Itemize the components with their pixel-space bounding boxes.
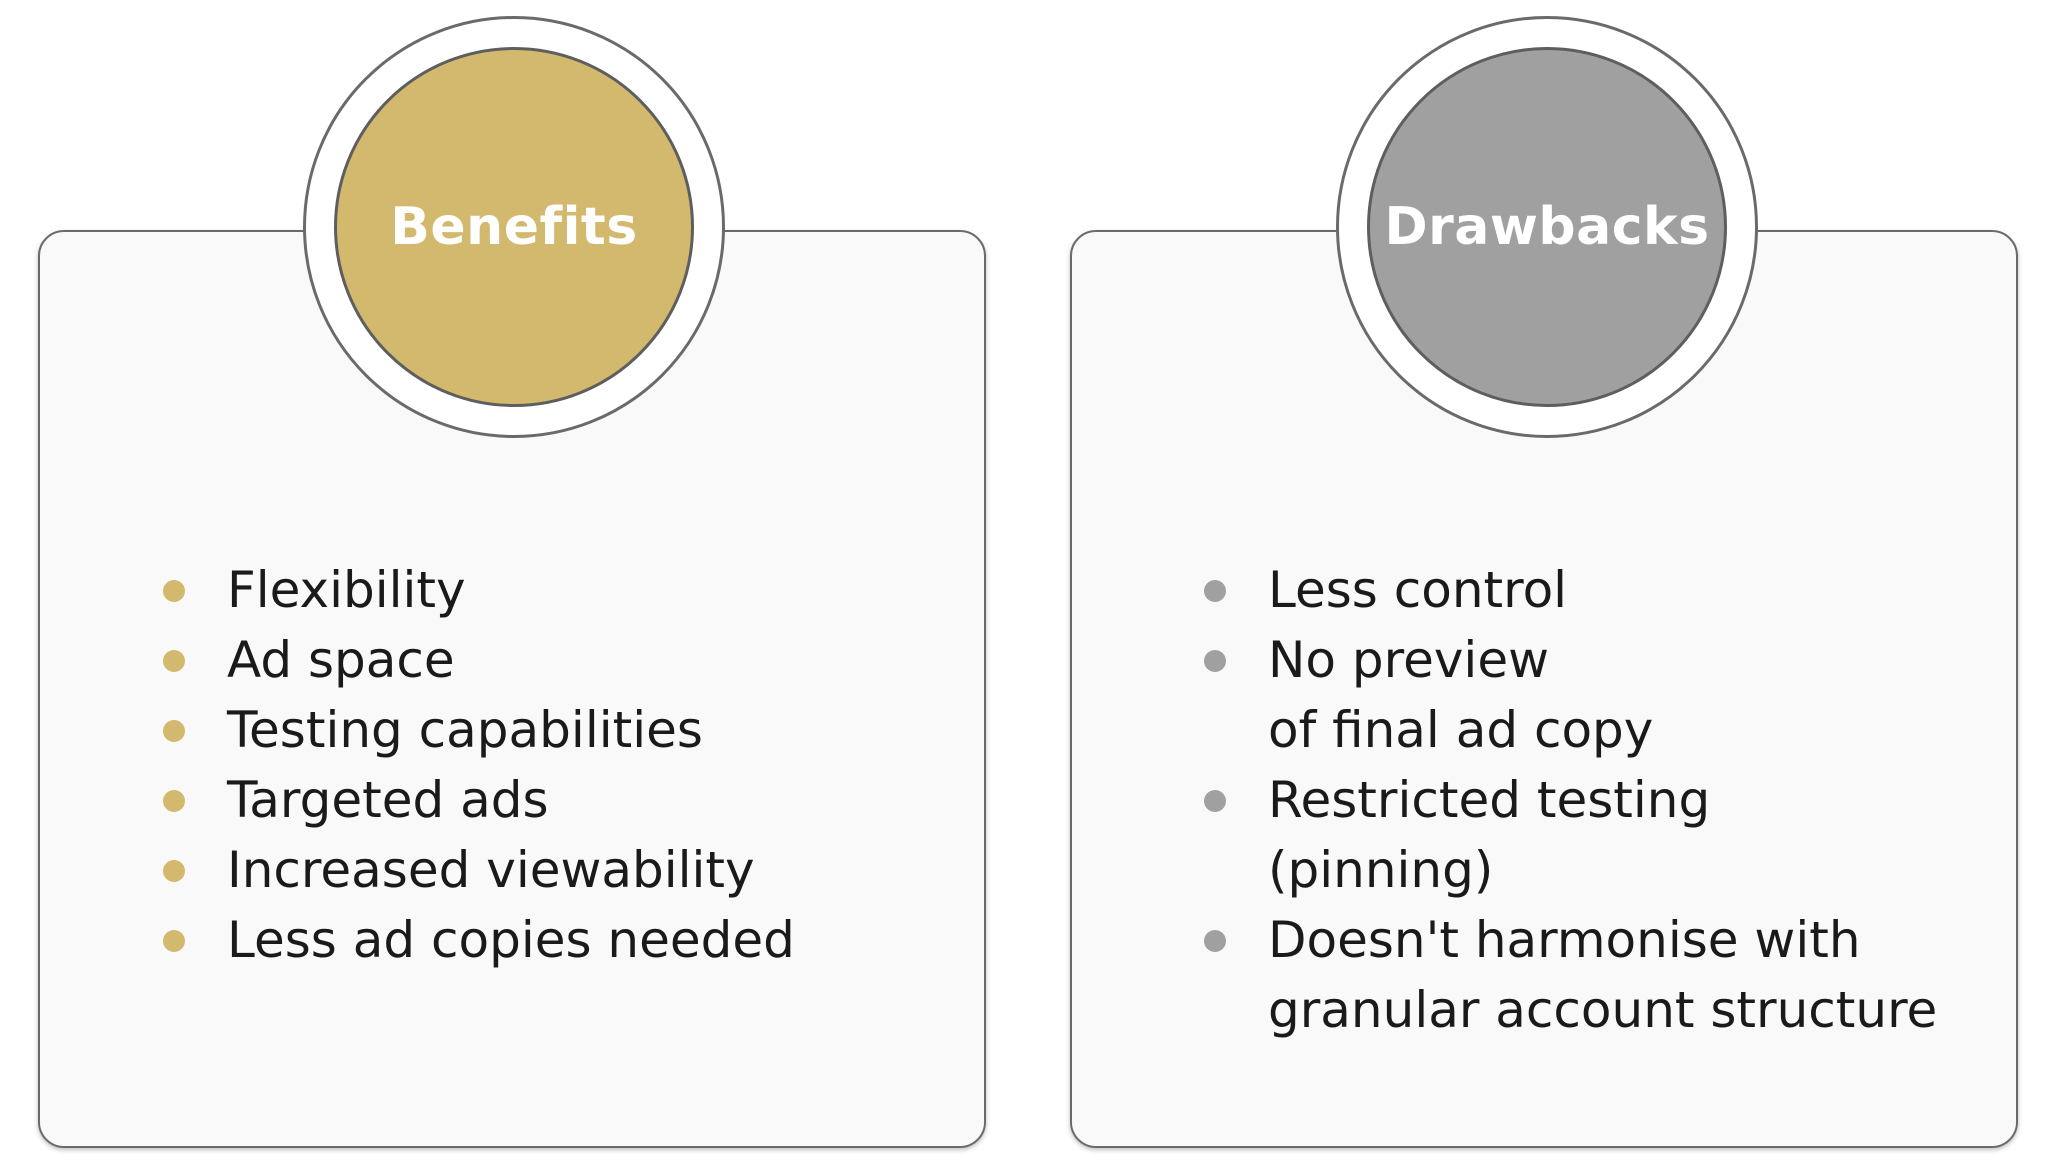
drawbacks-list-item: Doesn't harmonise with granular account s…: [1201, 905, 1937, 1045]
benefits-item-text: Increased viewability: [227, 841, 755, 899]
drawbacks-item-text: Restricted testing: [1268, 771, 1711, 829]
drawbacks-item-text: (pinning): [1268, 841, 1494, 899]
bullet-dot-icon: [163, 580, 185, 602]
benefits-item-text: Testing capabilities: [227, 701, 703, 759]
benefits-badge-ring: Benefits: [303, 16, 725, 438]
benefits-item-text: Targeted ads: [227, 771, 549, 829]
benefits-item-text: Ad space: [227, 631, 455, 689]
benefits-badge: Benefits: [334, 47, 694, 407]
drawbacks-title: Drawbacks: [1384, 197, 1710, 257]
bullet-dot-icon: [1204, 650, 1226, 672]
bullet-dot-icon: [163, 930, 185, 952]
bullet-dot-icon: [1204, 790, 1226, 812]
bullet-dot-icon: [1204, 930, 1226, 952]
drawbacks-item-text: granular account structure: [1268, 981, 1938, 1039]
drawbacks-list-item: Restricted testing (pinning): [1201, 765, 1937, 905]
benefits-list-item: Targeted ads: [160, 765, 795, 835]
drawbacks-badge: Drawbacks: [1367, 47, 1727, 407]
bullet-dot-icon: [163, 720, 185, 742]
benefits-item-text: Flexibility: [227, 561, 466, 619]
benefits-list-item: Testing capabilities: [160, 695, 795, 765]
drawbacks-item-text: Doesn't harmonise with: [1268, 911, 1861, 969]
bullet-dot-icon: [163, 790, 185, 812]
benefits-list-item: Less ad copies needed: [160, 905, 795, 975]
benefits-title: Benefits: [390, 197, 638, 257]
drawbacks-list-item: No preview of final ad copy: [1201, 625, 1937, 765]
benefits-item-text: Less ad copies needed: [227, 911, 795, 969]
bullet-dot-icon: [1204, 580, 1226, 602]
benefits-list-item: Ad space: [160, 625, 795, 695]
bullet-dot-icon: [163, 650, 185, 672]
drawbacks-list-item: Less control: [1201, 555, 1937, 625]
benefits-list-item: Increased viewability: [160, 835, 795, 905]
drawbacks-badge-ring: Drawbacks: [1336, 16, 1758, 438]
drawbacks-item-text: of final ad copy: [1268, 701, 1654, 759]
benefits-list-item: Flexibility: [160, 555, 795, 625]
drawbacks-item-text: No preview: [1268, 631, 1549, 689]
bullet-dot-icon: [163, 860, 185, 882]
drawbacks-item-text: Less control: [1268, 561, 1568, 619]
